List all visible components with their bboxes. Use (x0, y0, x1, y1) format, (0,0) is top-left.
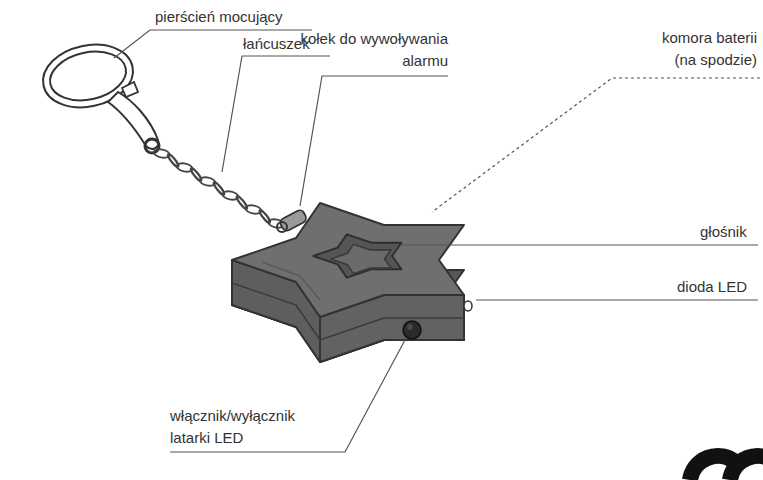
part-label: komora baterii (na spodzie) (641, 27, 757, 71)
housing-top (232, 203, 464, 317)
part-label: włącznik/wyłącznik latarki LED (170, 405, 312, 449)
power-button-shine (407, 324, 413, 330)
leaders (114, 30, 760, 452)
speaker-grille (331, 244, 391, 274)
pin-ring (277, 222, 287, 232)
leader-line (170, 340, 405, 452)
leader-dashed (432, 78, 760, 212)
leader-line (300, 76, 448, 206)
pin-body (279, 209, 308, 233)
leader-line (476, 299, 758, 300)
leader-line (222, 56, 330, 172)
housing (232, 203, 464, 362)
part-label: pierścień mocujący (155, 6, 283, 28)
housing-highlight (262, 262, 320, 300)
clasp-lever (122, 82, 138, 97)
speaker (313, 234, 401, 277)
power-button (403, 321, 421, 339)
clasp (41, 41, 159, 153)
part-label: kołek do wywoływania alarmu (282, 28, 448, 72)
clasp-eye (145, 139, 159, 153)
chain-link (153, 148, 170, 159)
led (464, 301, 472, 311)
alarm-pin (277, 209, 308, 233)
part-label: łańcuszek (243, 33, 310, 55)
part-label: dioda LED (677, 276, 747, 298)
part-label: głośnik (700, 221, 747, 243)
leader-line (114, 30, 312, 58)
corner-mark (690, 456, 763, 480)
speaker-recess (313, 234, 401, 277)
chain (153, 148, 285, 229)
corner-mark-arc (730, 456, 763, 480)
leader-line (402, 244, 758, 245)
speaker-face (331, 244, 391, 274)
